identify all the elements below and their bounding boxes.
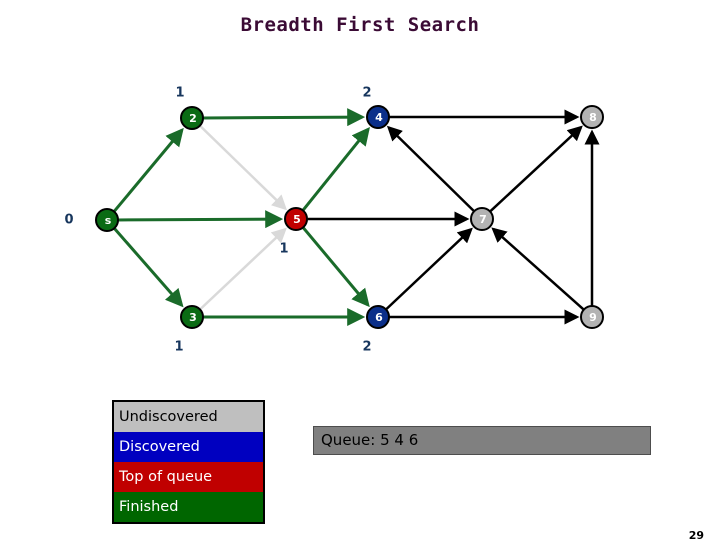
legend-row-finished: Finished (114, 492, 263, 522)
graph-edge-2-5 (198, 124, 288, 211)
distance-label-2: 1 (175, 85, 185, 101)
queue-status: Queue: 5 4 6 (313, 426, 651, 455)
graph-node-label-3: 3 (189, 311, 197, 324)
distance-label-5: 1 (279, 241, 289, 257)
graph-node-circle-4 (366, 105, 390, 129)
distance-label-s: 0 (64, 212, 74, 228)
graph-node-label-5: 5 (293, 213, 301, 226)
distance-label-4: 2 (362, 85, 372, 101)
graph-node-3[interactable]: 3 (180, 305, 204, 329)
graph-edge-6-7 (384, 227, 473, 312)
graph-node-circle-3 (180, 305, 204, 329)
node-layer: s 2 3 5 4 6 7 8 9 (95, 105, 604, 329)
graph-edge-s-2 (112, 127, 184, 214)
graph-edge-5-6 (301, 225, 370, 308)
graph-node-circle-6 (366, 305, 390, 329)
graph-node-8[interactable]: 8 (580, 105, 604, 129)
graph-node-9[interactable]: 9 (580, 305, 604, 329)
graph-node-6[interactable]: 6 (366, 305, 390, 329)
graph-node-label-s: s (105, 214, 112, 227)
legend-row-top-of-queue: Top of queue (114, 462, 263, 492)
graph-node-5[interactable]: 5 (284, 207, 308, 231)
graph-edge-s-3 (112, 226, 184, 308)
graph-node-label-7: 7 (479, 213, 487, 226)
graph-node-circle-2 (180, 106, 204, 130)
graph-node-2[interactable]: 2 (180, 106, 204, 130)
graph-edge-3-5 (198, 227, 287, 312)
legend-row-undiscovered: Undiscovered (114, 402, 263, 432)
graph-node-label-2: 2 (189, 112, 197, 125)
graph-edge-5-4 (301, 126, 370, 213)
graph-node-4[interactable]: 4 (366, 105, 390, 129)
graph-node-label-6: 6 (375, 311, 383, 324)
graph-edge-7-4 (386, 125, 476, 213)
graph-edge-s-5 (116, 210, 284, 229)
distance-label-3: 1 (174, 339, 184, 355)
graph-node-7[interactable]: 7 (470, 207, 494, 231)
graph-edge-7-8 (488, 125, 583, 214)
graph-node-circle-9 (580, 305, 604, 329)
legend-row-discovered: Discovered (114, 432, 263, 462)
graph-node-circle-5 (284, 207, 308, 231)
graph-edge-2-4 (201, 108, 366, 127)
graph-node-label-4: 4 (375, 111, 383, 124)
graph-edge-9-7 (491, 227, 586, 312)
graph-node-s[interactable]: s (95, 208, 119, 232)
graph-node-circle-7 (470, 207, 494, 231)
page-number: 29 (688, 529, 704, 542)
graph-node-label-8: 8 (589, 111, 597, 124)
graph-node-circle-s (95, 208, 119, 232)
distance-label-6: 2 (362, 339, 372, 355)
page-title: Breadth First Search (240, 14, 480, 36)
graph-node-label-9: 9 (589, 311, 597, 324)
graph-node-circle-8 (580, 105, 604, 129)
edge-layer (112, 108, 600, 326)
